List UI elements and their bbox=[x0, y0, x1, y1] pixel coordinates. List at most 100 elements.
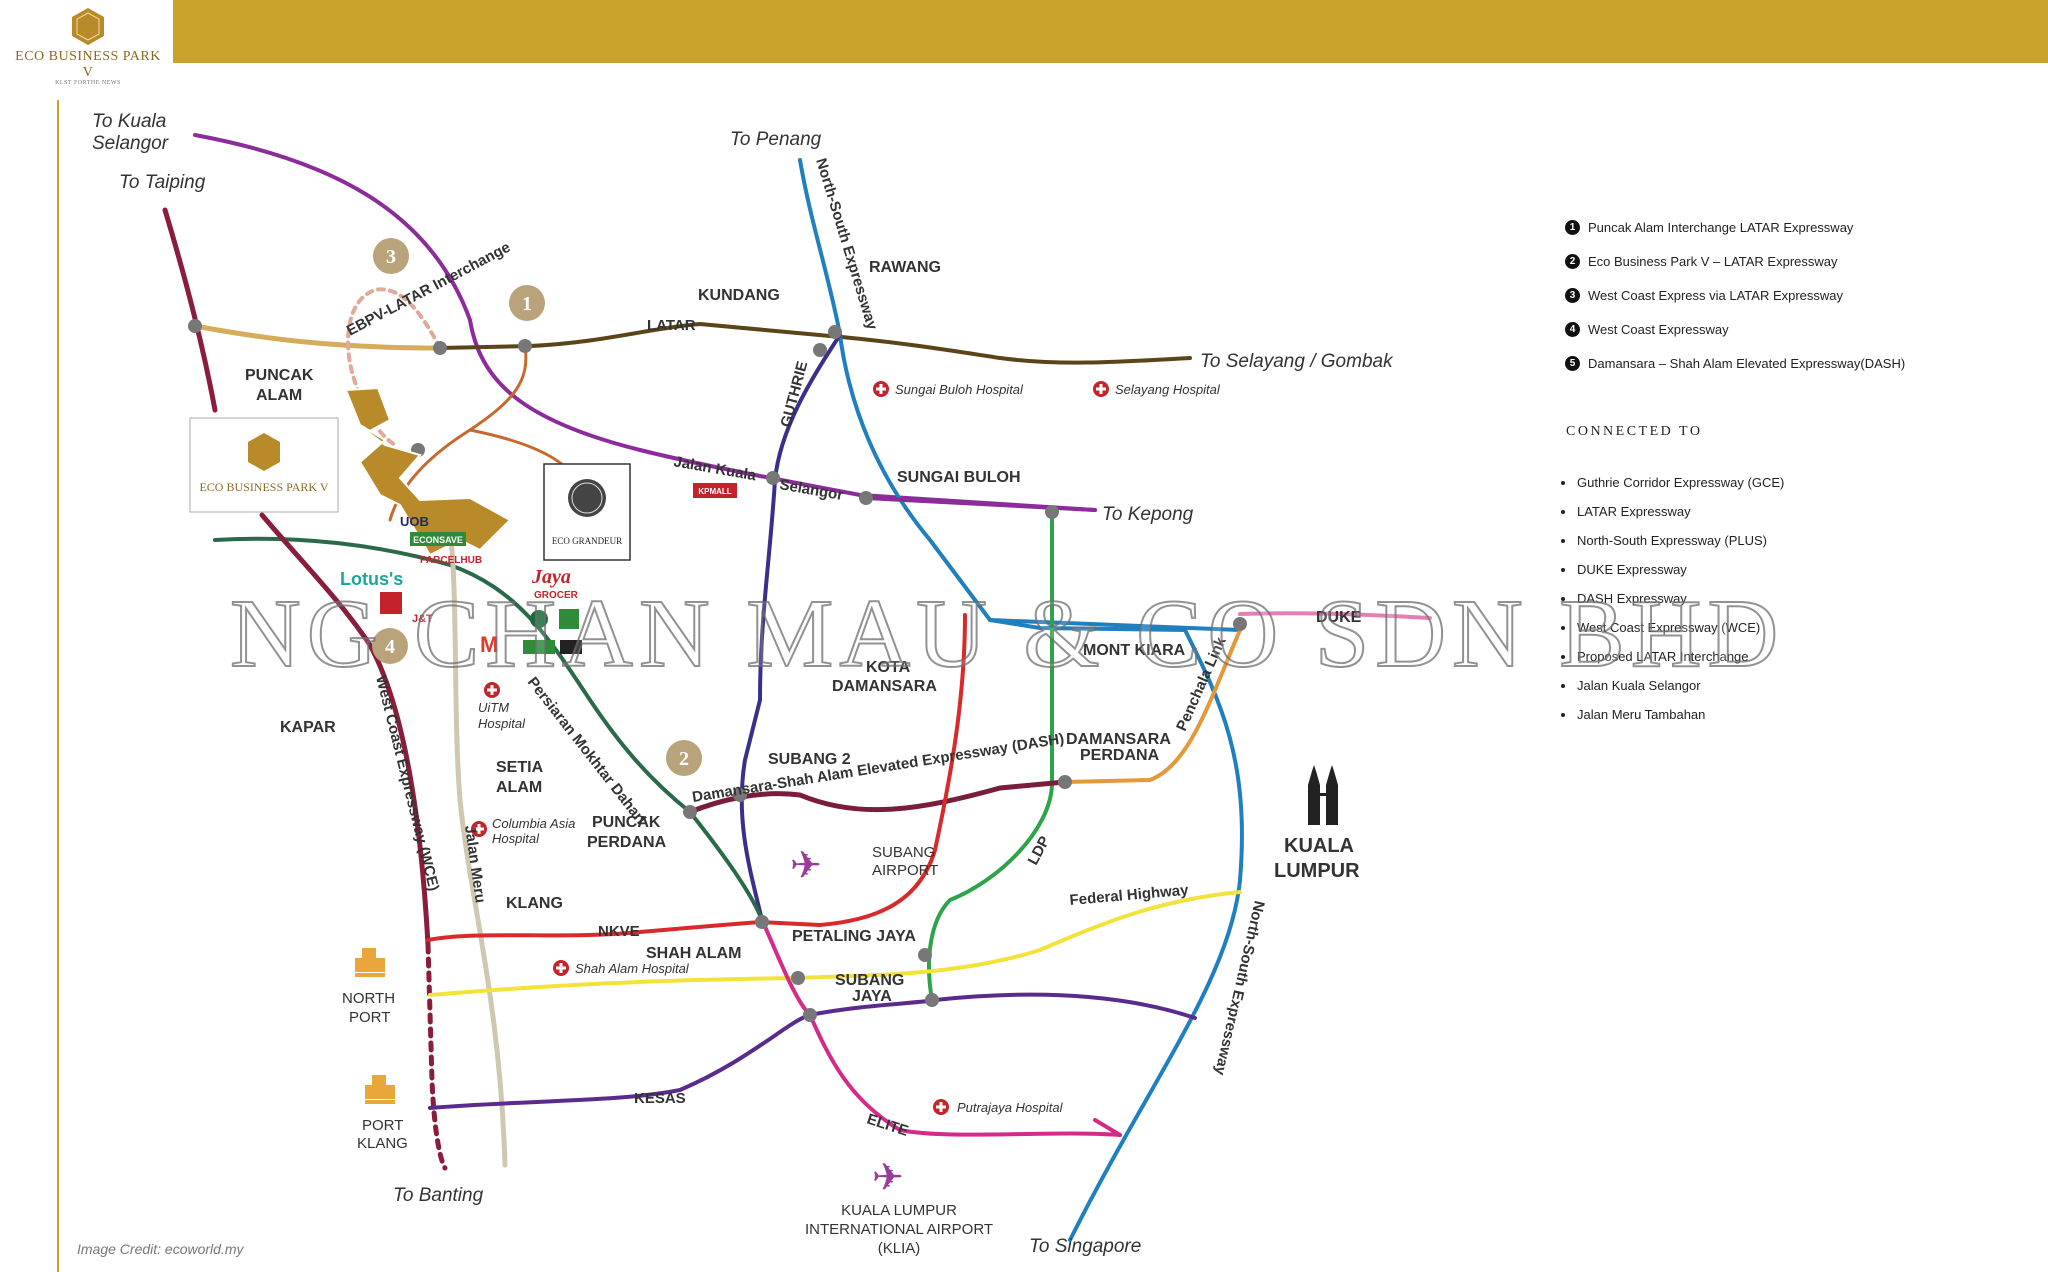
kota-damansara-red-road bbox=[758, 613, 967, 927]
columbia-hospital-label-2: Hospital bbox=[492, 831, 540, 846]
uob-label: UOB bbox=[400, 514, 429, 529]
watermark: NG CHAN MAU & CO SDN BHD bbox=[229, 579, 1785, 689]
puncak-perdana-label: PUNCAK bbox=[592, 814, 661, 831]
jalan-kuala-selangor-road bbox=[193, 133, 1097, 512]
to-penang-label: To Penang bbox=[730, 129, 822, 150]
duke-label: DUKE bbox=[1316, 609, 1362, 626]
klia-link bbox=[1093, 1118, 1122, 1137]
north-port-label: NORTH bbox=[342, 990, 395, 1007]
node bbox=[859, 491, 873, 505]
latar-label: LATAR bbox=[647, 317, 696, 334]
hospital-icon bbox=[873, 381, 889, 397]
jt-label: J&T bbox=[412, 613, 433, 625]
duke-pink-road bbox=[1238, 611, 1432, 620]
nse-south-road bbox=[988, 618, 1244, 1242]
legend-text: Puncak Alam Interchange LATAR Expressway bbox=[1588, 219, 1854, 235]
persiaran-road bbox=[213, 536, 764, 922]
legend-item: 4 West Coast Expressway bbox=[1565, 312, 2035, 346]
legend-item: 1 Puncak Alam Interchange LATAR Expressw… bbox=[1565, 210, 2035, 244]
subang-airport-label: SUBANG bbox=[872, 844, 935, 861]
to-kepong-label: To Kepong bbox=[1102, 504, 1194, 525]
nkve-road bbox=[426, 920, 762, 942]
jaya-grocer-logo: Jaya bbox=[531, 566, 571, 588]
jalan-meru-road bbox=[442, 497, 508, 1168]
list-item: LATAR Expressway bbox=[1561, 497, 1784, 526]
jalan-kuala-selangor-label-2: Selangor bbox=[778, 476, 844, 504]
port-klang-label: PORT bbox=[362, 1117, 403, 1134]
legend-number: 3 bbox=[1565, 287, 1580, 303]
node bbox=[188, 319, 202, 333]
legend-text: West Coast Express via LATAR Expressway bbox=[1588, 287, 1844, 303]
starbucks-icon bbox=[530, 610, 548, 628]
shah-alam-label: SHAH ALAM bbox=[646, 945, 741, 962]
svg-text:1: 1 bbox=[522, 293, 532, 315]
port-klang-ship-icon bbox=[365, 1075, 395, 1104]
legend-text: West Coast Expressway bbox=[1588, 321, 1729, 337]
subang-airport-label-2: AIRPORT bbox=[872, 862, 938, 879]
columbia-hospital-label: Columbia Asia bbox=[492, 816, 575, 831]
eco-grandeur-emblem-icon bbox=[568, 479, 606, 517]
setia-alam-label: SETIA bbox=[496, 759, 544, 776]
brand-logo: ECO BUSINESS PARK V KLST FORTHE NEWS bbox=[0, 0, 173, 88]
kota-damansara-label-2: DAMANSARA bbox=[832, 678, 937, 695]
node bbox=[803, 1008, 817, 1022]
legend-number: 4 bbox=[1565, 321, 1580, 337]
putrajaya-hospital-label: Putrajaya Hospital bbox=[957, 1100, 1064, 1115]
to-selayang-label: To Selayang / Gombak bbox=[1200, 351, 1394, 372]
top-banner bbox=[0, 0, 2048, 63]
klia-label-3: (KLIA) bbox=[878, 1240, 921, 1257]
klia-label-2: INTERNATIONAL AIRPORT bbox=[805, 1221, 993, 1238]
port-klang-label-2: KLANG bbox=[357, 1135, 408, 1152]
node bbox=[433, 341, 447, 355]
elite-road bbox=[760, 918, 1122, 1137]
list-item: Jalan Kuala Selangor bbox=[1561, 671, 1784, 700]
svg-text:3: 3 bbox=[386, 246, 396, 268]
ebpv-map-logo-text: ECO BUSINESS PARK V bbox=[199, 480, 328, 494]
grocer-label: GROCER bbox=[534, 590, 579, 601]
node bbox=[925, 993, 939, 1007]
subway-icon bbox=[523, 640, 555, 654]
kpmall-label: KPMALL bbox=[698, 487, 731, 496]
legend-item: 5 Damansara – Shah Alam Elevated Express… bbox=[1565, 346, 2035, 380]
klang-label: KLANG bbox=[506, 895, 563, 912]
hospital-icon bbox=[933, 1099, 949, 1115]
kepong-road bbox=[864, 496, 1097, 512]
puncak-alam-label: PUNCAK bbox=[245, 367, 314, 384]
legend-number: 1 bbox=[1565, 219, 1580, 235]
list-item: DUKE Expressway bbox=[1561, 555, 1784, 584]
parcelhub-label: PARCELHUB bbox=[420, 555, 482, 566]
marker-3 bbox=[373, 238, 409, 274]
svg-text:4: 4 bbox=[385, 636, 395, 658]
mcdonalds-icon: M bbox=[480, 632, 498, 657]
node bbox=[733, 788, 747, 802]
hospital-icon bbox=[1093, 381, 1109, 397]
setia-alam-label-2: ALAM bbox=[496, 779, 542, 796]
connected-to-title: CONNECTED TO bbox=[1566, 424, 1703, 439]
list-item: West Coast Expressway (WCE) bbox=[1561, 613, 1784, 642]
wce-dashed bbox=[425, 942, 448, 1171]
north-port-label-2: PORT bbox=[349, 1009, 390, 1026]
to-taiping-road bbox=[162, 207, 218, 413]
list-item: North-South Expressway (PLUS) bbox=[1561, 526, 1784, 555]
legend-item: 2 Eco Business Park V – LATAR Expressway bbox=[1565, 244, 2035, 278]
lotus-label: Lotus's bbox=[340, 569, 403, 589]
kota-damansara-label: KOTA bbox=[866, 659, 911, 676]
eco-grandeur-label: ECO GRANDEUR bbox=[552, 536, 622, 546]
kundang-label: KUNDANG bbox=[698, 287, 780, 304]
brand-name: ECO BUSINESS PARK V bbox=[15, 49, 161, 80]
kuala-lumpur-label: KUALA bbox=[1284, 835, 1354, 857]
connected-to-list: Guthrie Corridor Expressway (GCE) LATAR … bbox=[1561, 468, 1784, 729]
marker-2 bbox=[666, 740, 702, 776]
node bbox=[813, 343, 827, 357]
list-item: Jalan Meru Tambahan bbox=[1561, 700, 1784, 729]
kpmall-badge bbox=[693, 483, 737, 498]
elite-label: ELITE bbox=[865, 1111, 911, 1140]
nkve-label: NKVE bbox=[598, 923, 640, 940]
damansara-perdana-label-2: PERDANA bbox=[1080, 747, 1160, 764]
to-singapore-label: To Singapore bbox=[1029, 1236, 1141, 1257]
marker-4 bbox=[372, 628, 408, 664]
wce-label: West Coast Expressway (WCE) bbox=[372, 674, 442, 893]
legend-number: 5 bbox=[1565, 355, 1580, 371]
legend: 1 Puncak Alam Interchange LATAR Expressw… bbox=[1565, 210, 2035, 380]
